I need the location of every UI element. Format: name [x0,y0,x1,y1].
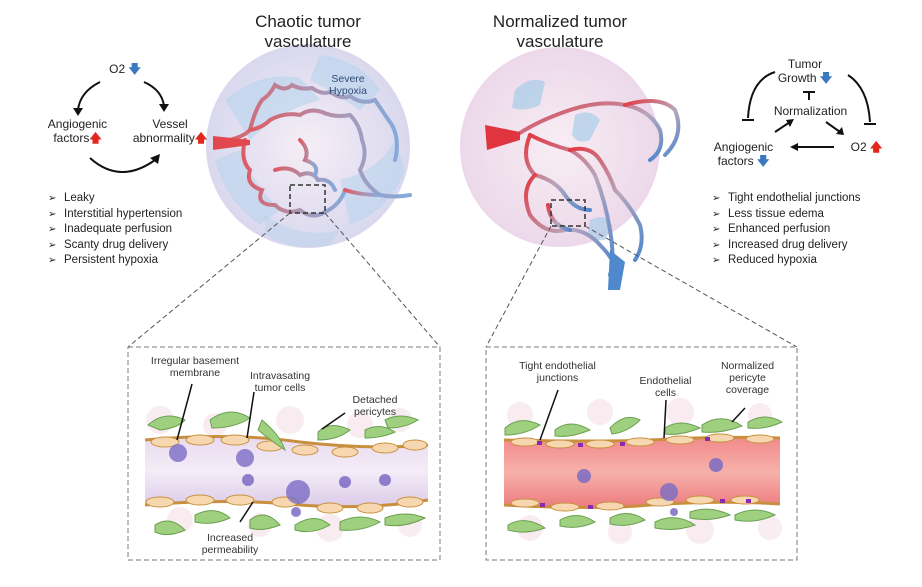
right-cycle-arrows [742,71,876,151]
tumor-cells [169,444,391,517]
endothelial-cells [145,434,428,514]
endothelial-cells-label: Endothelial cells [639,375,692,399]
bullet-item: ➢Increased drug delivery [712,238,848,251]
chaotic-zoom-box [289,184,326,214]
tumor-growth-label: Tumor Growth 🡇 [777,57,833,85]
severe-hypoxia-label: Severe Hypoxia [329,73,367,97]
tight-junctions [537,437,751,509]
chaotic-title-line2: vasculature [264,32,352,51]
bullet-item: ➢Tight endothelial junctions [712,192,861,204]
arrow-normalization-to-o2 [825,121,841,133]
chaotic-title: Chaotic tumor vasculature [228,12,388,52]
inhibit-tumor-to-o2 [847,74,871,123]
normalized-title-line1: Normalized tumor [492,12,628,31]
bullet-item: ➢Inadequate perfusion [48,223,173,235]
left-angiogenic-label: Angiogenic factors🡅 [47,117,108,145]
normalized-inset-pointers [539,389,746,441]
chaotic-title-line1: Chaotic tumor [255,12,361,31]
bullet-item: ➢Less tissue edema [712,207,824,220]
bullet-item: ➢Persistent hypoxia [48,254,158,266]
normalized-vessels [518,99,681,277]
normalization-label: Normalization [773,104,848,118]
down-arrow-icon: 🡇 [128,62,141,76]
chaotic-vessels [213,82,412,218]
right-o2-label: O2 🡅 [850,140,883,154]
chaotic-bullet-list: ➢Leaky ➢Interstitial hypertension ➢Inade… [48,191,182,269]
normalized-title-line2: vasculature [516,32,604,51]
zoom-connectors [127,212,798,348]
increased-permeability-label: Increased permeability [201,532,259,556]
left-cycle-arrows [73,81,169,173]
arrow-angiogenic-to-normalization [774,121,791,133]
bullet-item: ➢Interstitial hypertension [48,207,183,220]
chaotic-inset-pointers [176,383,346,523]
down-arrow-icon: 🡇 [819,71,833,85]
up-arrow-icon: 🡅 [194,131,208,145]
normalized-zoom-box [550,199,586,227]
normalized-title: Normalized tumor vasculature [470,12,650,52]
pericytes [147,411,427,536]
intravasating-label: Intravasating tumor cells [249,370,311,394]
normalized-pericyte-label: Normalized pericyte coverage [720,360,775,396]
bullet-item: ➢Reduced hypoxia [712,254,817,266]
normalized-tumor-circle [460,47,681,290]
down-arrow-icon: 🡇 [757,154,770,168]
tight-junctions-label: Tight endothelial junctions [519,360,596,384]
arrow-o2-to-vessel [143,81,165,107]
up-arrow-icon: 🡅 [870,140,883,154]
bullet-item: ➢Scanty drug delivery [48,238,169,251]
arrow-angiogenic-to-vessel [89,157,156,173]
left-o2-label: O2 🡇 [109,62,141,76]
chaotic-tumor-circle [206,44,412,248]
arrow-o2-to-angiogenic [77,81,101,111]
detached-pericytes-label: Detached pericytes [352,394,398,418]
left-vessel-label: Vessel abnormality🡅 [132,117,208,145]
normalized-bullet-list: ➢Tight endothelial junctions ➢Less tissu… [712,191,861,269]
normalized-vessel-inset [503,389,784,544]
bullet-item: ➢Leaky [48,192,95,204]
bullet-item: ➢Enhanced perfusion [712,223,831,235]
irregular-basement-label: Irregular basement membrane [150,355,240,379]
inhibit-tumor-to-angiogenic [747,71,776,119]
right-angiogenic-label: Angiogenic factors 🡇 [713,140,774,168]
chaotic-vessel-inset [144,383,429,542]
up-arrow-icon: 🡅 [89,131,102,145]
